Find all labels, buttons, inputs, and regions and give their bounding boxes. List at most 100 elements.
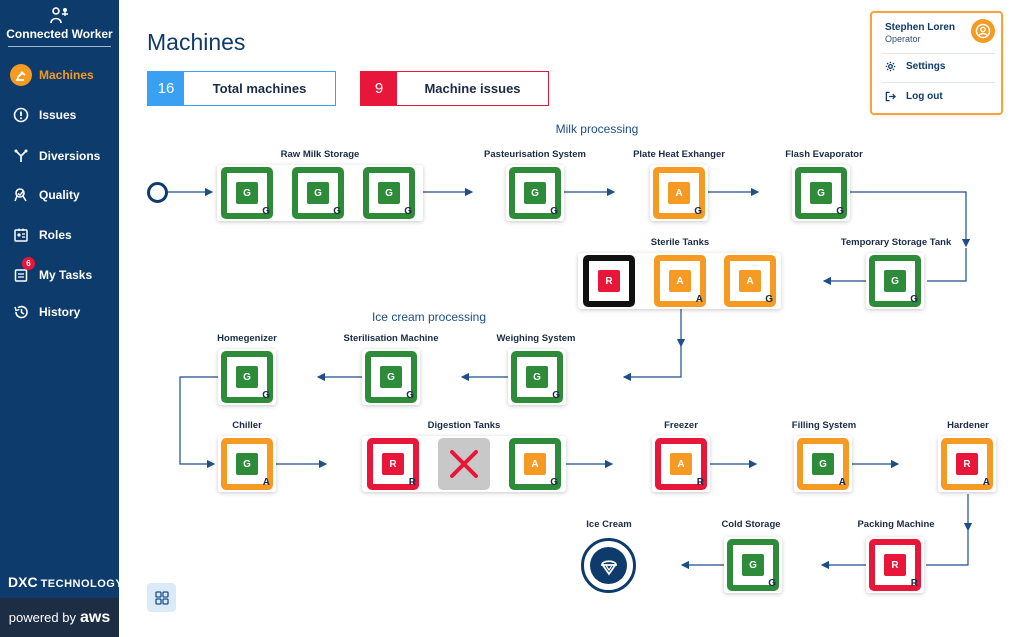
tile-status: G — [884, 270, 906, 292]
total-machines-stat[interactable]: 16 Total machines — [147, 71, 336, 106]
sidebar-item-roles[interactable]: Roles — [0, 220, 119, 250]
sidebar-item-issues[interactable]: Issues — [0, 100, 119, 130]
tile-status: G — [812, 453, 834, 475]
tile-status: G — [524, 182, 546, 204]
logout-menu-item[interactable]: Log out — [885, 91, 943, 102]
pasteurisation-label: Pasteurisation System — [484, 149, 586, 160]
sterile-tank-1[interactable]: R — [583, 255, 635, 307]
sidebar-item-my-tasks[interactable]: 6 My Tasks — [0, 257, 119, 290]
total-machines-count: 16 — [148, 72, 184, 105]
tile-corner-status: G — [768, 578, 776, 589]
tile-status: R — [956, 453, 978, 475]
avatar[interactable] — [971, 19, 995, 43]
weighing-label: Weighing System — [496, 333, 576, 344]
digestion-tank-2-offline[interactable] — [438, 438, 490, 490]
logout-label: Log out — [906, 91, 943, 102]
packing-machine-label: Packing Machine — [857, 519, 935, 530]
hardener-label: Hardener — [947, 420, 989, 431]
sidebar-item-label: Diversions — [39, 149, 101, 163]
filling-system-label: Filling System — [791, 420, 857, 431]
digestion-tanks-label: Digestion Tanks — [427, 420, 501, 431]
tile-corner-status: R — [408, 477, 416, 488]
powered-by-aws: powered by aws — [0, 598, 119, 637]
homogenizer-label: Homegenizer — [217, 333, 277, 344]
sidebar-item-label: Quality — [39, 188, 80, 202]
tile-corner-status: G — [694, 206, 702, 217]
plate-heat-label: Plate Heat Exhanger — [633, 149, 725, 160]
flow-start-node — [147, 182, 168, 203]
alert-circle-icon — [10, 104, 32, 126]
sidebar-item-machines[interactable]: Machines — [0, 60, 119, 90]
settings-menu-item[interactable]: Settings — [885, 61, 945, 72]
connected-worker-logo-icon — [49, 7, 68, 24]
flash-evaporator-label: Flash Evaporator — [785, 149, 863, 160]
sterilisation-label: Sterilisation Machine — [343, 333, 439, 344]
tile-corner-status: G — [765, 294, 773, 305]
logout-icon — [885, 91, 897, 102]
tile-corner-status: R — [910, 578, 918, 589]
sidebar-item-quality[interactable]: Quality — [0, 180, 119, 210]
ice-cream-end-node[interactable] — [581, 538, 636, 593]
tile-status: G — [380, 366, 402, 388]
sidebar-item-history[interactable]: History — [0, 297, 119, 327]
user-menu-divider — [882, 82, 995, 83]
user-menu-panel: Stephen Loren Operator Settings Log out — [870, 11, 1003, 115]
sidebar-item-label: Issues — [39, 108, 77, 122]
tile-status: R — [884, 554, 906, 576]
raw-milk-storage-label: Raw Milk Storage — [280, 149, 360, 160]
sidebar-item-diversions[interactable]: Diversions — [0, 141, 119, 171]
machine-issues-stat[interactable]: 9 Machine issues — [360, 71, 549, 106]
tile-status: R — [382, 453, 404, 475]
tile-status: A — [524, 453, 546, 475]
temp-storage-label: Temporary Storage Tank — [840, 237, 952, 248]
close-icon — [450, 450, 478, 478]
sidebar-item-label: My Tasks — [39, 268, 93, 282]
gear-icon — [885, 61, 897, 72]
grid-view-button[interactable] — [147, 583, 176, 612]
dxc-company-text: TECHNOLOGY — [40, 578, 124, 590]
tile-corner-status: A — [262, 477, 270, 488]
total-machines-label: Total machines — [212, 81, 307, 96]
section-title-milk: Milk processing — [555, 122, 639, 136]
sterile-tanks-label: Sterile Tanks — [650, 237, 710, 248]
machine-issues-count: 9 — [361, 72, 397, 105]
ice-cream-icon — [590, 547, 627, 584]
tile-corner-status: G — [404, 206, 412, 217]
user-menu-divider — [882, 53, 995, 54]
grid-icon — [154, 590, 169, 605]
settings-label: Settings — [906, 61, 946, 72]
tile-status: A — [669, 270, 691, 292]
tile-corner-status: G — [262, 206, 270, 217]
tile-corner-status: G — [333, 206, 341, 217]
id-card-icon — [10, 224, 32, 246]
sidebar-item-label: Machines — [39, 68, 94, 82]
